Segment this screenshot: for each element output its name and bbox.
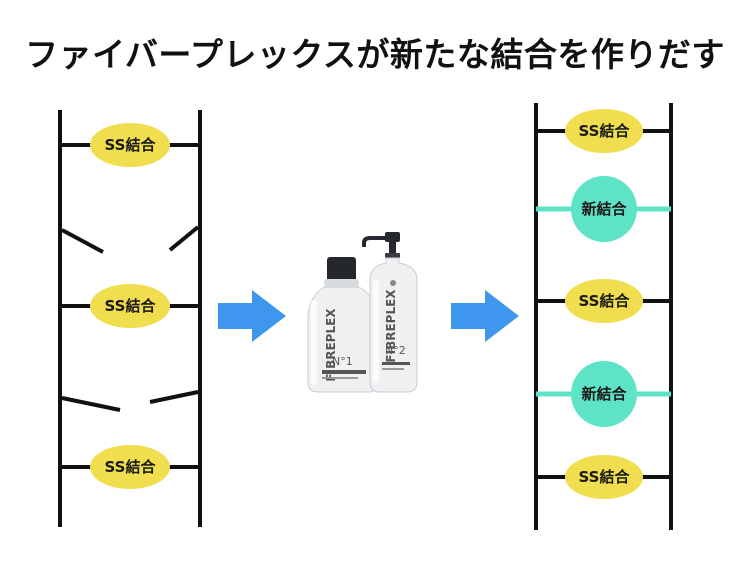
right-bond-4-label: 新結合: [581, 385, 627, 403]
bottle-no2-body: [369, 257, 418, 393]
right-ss-bond-1: [565, 109, 643, 153]
bottle-no2-pump-nozzle: [362, 236, 392, 247]
left-ss-bond-2-label: SS結合: [105, 297, 157, 315]
left-ss-bond-1: [90, 123, 170, 167]
bottle-no1-body: [307, 286, 379, 393]
right-new-bond-1: [571, 176, 637, 242]
right-new-bond-2: [571, 361, 637, 427]
bottle-no1-number: N°1: [332, 355, 353, 368]
product-bottles: FIBREPLEX N°1 FIBREPLEX N°2: [307, 232, 418, 393]
bottle-no1-brand: FIBREPLEX: [324, 308, 338, 382]
left-broken-rung-2b: [149, 390, 199, 404]
bottle-no2-number: N°2: [385, 344, 406, 357]
bottle-no1-cap: [327, 257, 356, 283]
right-ladder: SS結合 新結合 SS結合 新結合 SS結合: [534, 103, 673, 530]
bottle-no1: FIBREPLEX N°1: [307, 257, 379, 393]
right-bond-3-label: SS結合: [579, 292, 631, 310]
bottle-no2-pump-head: [385, 232, 400, 242]
right-bond-1-label: SS結合: [579, 122, 631, 140]
left-broken-rung-2a: [61, 396, 121, 412]
right-bond-5-label: SS結合: [579, 468, 631, 486]
arrow-right-icon: [451, 290, 519, 342]
left-broken-rung-1b: [168, 225, 200, 252]
left-ss-bond-2: [90, 284, 170, 328]
bottle-no2: FIBREPLEX N°2: [362, 232, 418, 393]
right-bond-2-label: 新結合: [581, 200, 627, 218]
right-ss-bond-3: [565, 455, 643, 499]
arrow-right-icon: [218, 290, 286, 342]
left-broken-rung-1a: [61, 228, 104, 254]
right-ss-bond-2: [565, 279, 643, 323]
left-ss-bond-3: [90, 445, 170, 489]
left-ladder: SS結合 SS結合 SS結合: [58, 110, 202, 527]
bottle-no2-brand: FIBREPLEX: [384, 289, 398, 363]
left-ss-bond-3-label: SS結合: [105, 458, 157, 476]
page-title: ファイバープレックスが新たな結合を作りだす: [25, 35, 725, 74]
left-ss-bond-1-label: SS結合: [105, 136, 157, 154]
